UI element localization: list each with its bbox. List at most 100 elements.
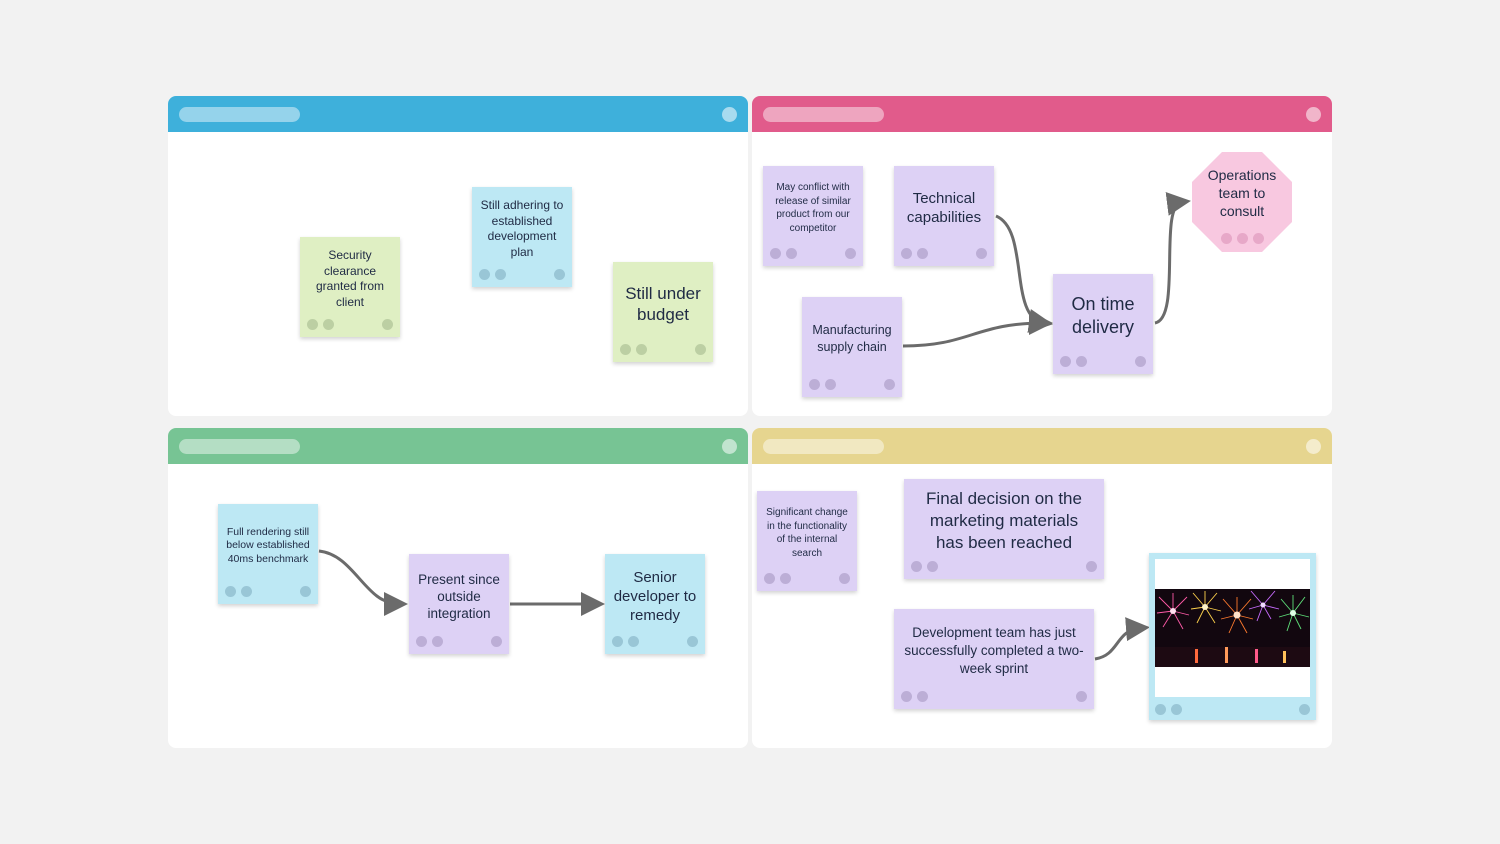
note-dot[interactable] bbox=[628, 636, 639, 647]
note-text: Still adhering to established developmen… bbox=[480, 198, 564, 259]
panel-header bbox=[752, 428, 1332, 464]
note-dot[interactable] bbox=[695, 344, 706, 355]
note-dot[interactable] bbox=[839, 573, 850, 584]
sticky-note-on-time-delivery[interactable]: On time delivery bbox=[1053, 274, 1153, 374]
note-controls bbox=[218, 584, 318, 604]
panel-menu-dot[interactable] bbox=[1306, 107, 1321, 122]
note-dot[interactable] bbox=[241, 586, 252, 597]
note-dot[interactable] bbox=[1076, 691, 1087, 702]
note-controls bbox=[904, 559, 1104, 579]
note-text: Technical capabilities bbox=[906, 190, 982, 226]
sticky-note-technical-capabilities[interactable]: Technical capabilities bbox=[894, 166, 994, 266]
note-dot[interactable] bbox=[786, 248, 797, 259]
note-dot[interactable] bbox=[687, 636, 698, 647]
card-dot[interactable] bbox=[1299, 704, 1310, 715]
sticky-note-still-under-budget[interactable]: Still under budget bbox=[613, 262, 713, 362]
note-dot[interactable] bbox=[976, 248, 987, 259]
note-controls bbox=[300, 317, 400, 337]
note-controls bbox=[1053, 354, 1153, 374]
sticky-note-development-team[interactable]: Development team has just successfully c… bbox=[894, 609, 1094, 709]
note-dot[interactable] bbox=[307, 319, 318, 330]
note-dot[interactable] bbox=[911, 561, 922, 572]
sticky-note-full-rendering[interactable]: Full rendering still below established 4… bbox=[218, 504, 318, 604]
note-dot[interactable] bbox=[884, 379, 895, 390]
note-text: Full rendering still below established 4… bbox=[226, 525, 310, 565]
note-dot[interactable] bbox=[491, 636, 502, 647]
note-controls bbox=[472, 267, 572, 287]
note-text: Significant change in the functionality … bbox=[766, 507, 848, 559]
note-controls bbox=[605, 634, 705, 654]
octagon-note-operations-team[interactable]: Operations team to consult bbox=[1192, 152, 1292, 252]
note-dot[interactable] bbox=[479, 269, 490, 280]
note-dot[interactable] bbox=[300, 586, 311, 597]
panel-title-placeholder[interactable] bbox=[179, 439, 300, 454]
note-dot[interactable] bbox=[1221, 233, 1232, 244]
fireworks-photo bbox=[1155, 589, 1310, 667]
note-controls bbox=[894, 246, 994, 266]
note-dot[interactable] bbox=[901, 248, 912, 259]
note-controls bbox=[763, 246, 863, 266]
note-text: Final decision on the marketing material… bbox=[926, 489, 1082, 552]
note-controls bbox=[409, 634, 509, 654]
note-dot[interactable] bbox=[780, 573, 791, 584]
panel-header bbox=[752, 96, 1332, 132]
panel-top-left bbox=[168, 96, 748, 416]
note-dot[interactable] bbox=[323, 319, 334, 330]
sticky-note-present-since[interactable]: Present since outside integration bbox=[409, 554, 509, 654]
panel-title-placeholder[interactable] bbox=[763, 107, 884, 122]
note-dot[interactable] bbox=[495, 269, 506, 280]
note-dot[interactable] bbox=[554, 269, 565, 280]
note-dot[interactable] bbox=[764, 573, 775, 584]
card-dot[interactable] bbox=[1155, 704, 1166, 715]
note-dot[interactable] bbox=[901, 691, 912, 702]
note-text: Development team has just successfully c… bbox=[904, 625, 1084, 676]
sticky-note-significant-change[interactable]: Significant change in the functionality … bbox=[757, 491, 857, 591]
sticky-note-may-conflict[interactable]: May conflict with release of similar pro… bbox=[763, 166, 863, 266]
note-text: On time delivery bbox=[1071, 294, 1135, 337]
sticky-note-senior-developer[interactable]: Senior developer to remedy bbox=[605, 554, 705, 654]
sticky-note-still-adhering[interactable]: Still adhering to established developmen… bbox=[472, 187, 572, 287]
panel-menu-dot[interactable] bbox=[722, 107, 737, 122]
note-dot[interactable] bbox=[225, 586, 236, 597]
note-dot[interactable] bbox=[1253, 233, 1264, 244]
note-text: Security clearance granted from client bbox=[315, 248, 385, 309]
note-dot[interactable] bbox=[1237, 233, 1248, 244]
note-dot[interactable] bbox=[382, 319, 393, 330]
image-card[interactable] bbox=[1149, 553, 1316, 720]
note-dot[interactable] bbox=[1086, 561, 1097, 572]
note-text: Still under budget bbox=[625, 284, 701, 324]
note-dot[interactable] bbox=[416, 636, 427, 647]
note-dot[interactable] bbox=[1060, 356, 1071, 367]
note-controls bbox=[894, 689, 1094, 709]
panel-menu-dot[interactable] bbox=[1306, 439, 1321, 454]
note-text: Manufacturing supply chain bbox=[812, 323, 892, 354]
note-dot[interactable] bbox=[845, 248, 856, 259]
panel-header bbox=[168, 428, 748, 464]
panel-menu-dot[interactable] bbox=[722, 439, 737, 454]
note-dot[interactable] bbox=[917, 248, 928, 259]
note-controls bbox=[613, 342, 713, 362]
note-dot[interactable] bbox=[1135, 356, 1146, 367]
sticky-note-final-decision[interactable]: Final decision on the marketing material… bbox=[904, 479, 1104, 579]
note-text: Present since outside integration bbox=[418, 571, 500, 621]
note-dot[interactable] bbox=[927, 561, 938, 572]
sticky-note-security-clearance[interactable]: Security clearance granted from client bbox=[300, 237, 400, 337]
note-dot[interactable] bbox=[809, 379, 820, 390]
note-dot[interactable] bbox=[1076, 356, 1087, 367]
note-dot[interactable] bbox=[770, 248, 781, 259]
note-controls bbox=[757, 571, 857, 591]
note-text: Senior developer to remedy bbox=[613, 568, 697, 624]
note-dot[interactable] bbox=[636, 344, 647, 355]
image-frame bbox=[1155, 559, 1310, 697]
note-dot[interactable] bbox=[620, 344, 631, 355]
sticky-note-manufacturing-supply-chain[interactable]: Manufacturing supply chain bbox=[802, 297, 902, 397]
note-text: Operations team to consult bbox=[1207, 167, 1277, 219]
panel-title-placeholder[interactable] bbox=[179, 107, 300, 122]
card-dot[interactable] bbox=[1171, 704, 1182, 715]
note-dot[interactable] bbox=[825, 379, 836, 390]
note-dot[interactable] bbox=[612, 636, 623, 647]
note-controls bbox=[802, 377, 902, 397]
note-dot[interactable] bbox=[917, 691, 928, 702]
note-dot[interactable] bbox=[432, 636, 443, 647]
panel-title-placeholder[interactable] bbox=[763, 439, 884, 454]
